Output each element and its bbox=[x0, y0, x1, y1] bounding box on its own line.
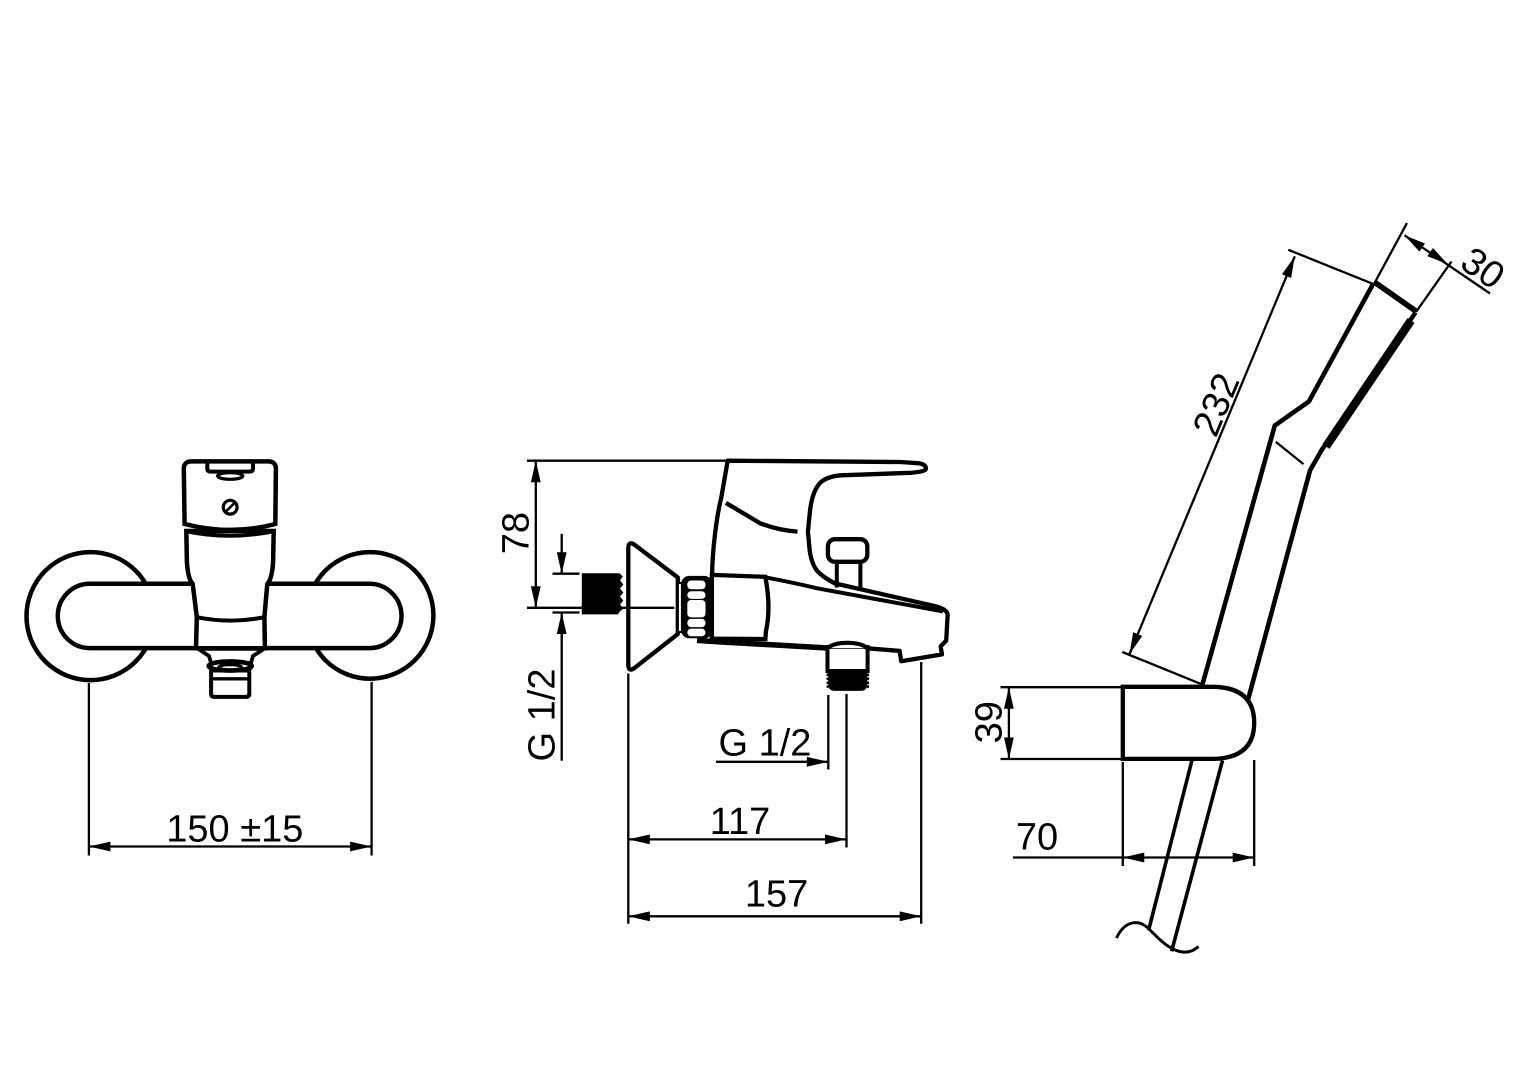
svg-text:117: 117 bbox=[710, 801, 771, 843]
svg-text:70: 70 bbox=[1016, 817, 1058, 859]
svg-text:78: 78 bbox=[496, 512, 538, 554]
svg-text:39: 39 bbox=[968, 701, 1010, 743]
svg-text:150 ±15: 150 ±15 bbox=[166, 809, 303, 851]
svg-text:G 1/2: G 1/2 bbox=[719, 723, 812, 765]
svg-text:G 1/2: G 1/2 bbox=[522, 669, 564, 762]
svg-text:157: 157 bbox=[745, 873, 808, 915]
